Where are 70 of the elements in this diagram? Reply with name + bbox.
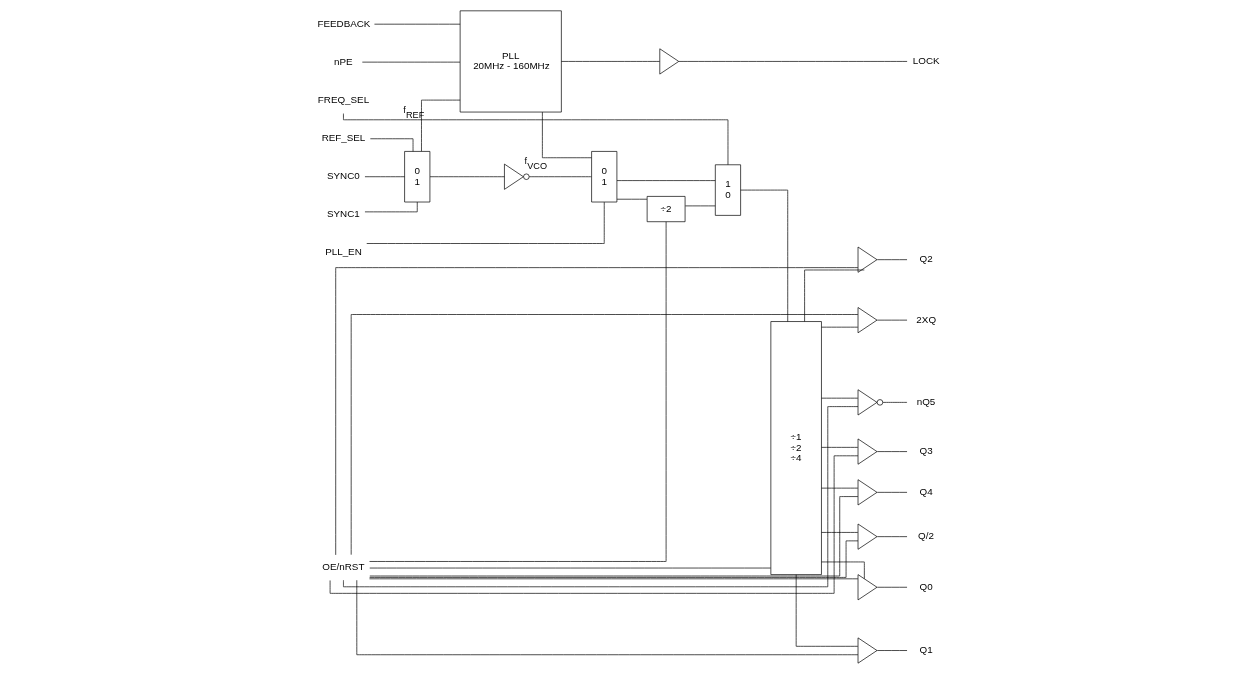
node-box: 0 1 — [403, 151, 430, 203]
connector — [329, 455, 858, 594]
node-text: FEEDBACK — [316, 17, 370, 29]
connector — [876, 492, 907, 493]
node-text: Q2 — [919, 253, 933, 265]
connector — [364, 176, 405, 178]
connector — [368, 496, 858, 577]
node-text: SYNC1 — [326, 208, 360, 220]
node-text: nQ5 — [916, 395, 935, 407]
connector — [560, 61, 660, 62]
node-box: 1 0 — [714, 164, 741, 216]
node-triangle — [857, 389, 877, 416]
node-triangle — [857, 438, 877, 465]
node-text: PLL_EN — [324, 246, 362, 258]
node-text: Q/2 — [917, 530, 934, 542]
connector — [522, 173, 592, 180]
connector — [876, 536, 907, 537]
node-text: 2XQ — [915, 313, 936, 325]
connector — [678, 61, 907, 62]
connector — [739, 189, 788, 322]
connector — [876, 399, 907, 406]
connector — [876, 586, 907, 588]
connector — [369, 138, 413, 152]
connector — [429, 176, 505, 178]
node-text: REF_SEL — [321, 132, 365, 144]
connector — [820, 532, 858, 533]
connector — [820, 447, 858, 448]
node-text: Q1 — [919, 644, 933, 656]
node-text: LOCK — [912, 55, 940, 67]
node-text: Q3 — [919, 445, 933, 457]
node-text: OE/nRST — [321, 561, 364, 573]
connector — [820, 561, 865, 580]
node-text: SYNC0 — [326, 170, 360, 182]
connector — [368, 221, 666, 562]
connector — [616, 180, 716, 181]
node-text: nPE — [333, 55, 353, 67]
node-text: Q4 — [919, 485, 933, 497]
node-triangle — [857, 307, 877, 334]
node-triangle — [857, 637, 877, 664]
node-box: ÷1 ÷2 ÷4 — [770, 321, 822, 575]
connector — [820, 487, 858, 489]
connector — [334, 267, 858, 556]
connector — [420, 99, 460, 152]
node-triangle — [658, 48, 679, 75]
node-triangle — [857, 246, 877, 273]
node-box: PLL 20MHz - 160MHz — [459, 10, 562, 113]
connector — [541, 111, 592, 159]
connector — [876, 319, 907, 321]
connector — [820, 326, 858, 328]
connector — [368, 578, 858, 580]
connector — [820, 397, 858, 399]
connector — [876, 650, 907, 651]
connector — [342, 406, 858, 588]
connector — [368, 540, 858, 578]
connector — [364, 201, 418, 213]
node-box: ÷2 — [646, 196, 685, 223]
node-triangle — [857, 574, 877, 601]
connector — [355, 579, 858, 656]
node-triangle — [857, 523, 877, 550]
node-box: 0 1 — [590, 151, 617, 203]
connector — [803, 269, 865, 322]
connector — [876, 259, 907, 261]
node-triangle — [857, 479, 877, 506]
node-text: FREQ_SEL — [317, 94, 369, 106]
node-triangle — [503, 163, 524, 190]
connector — [795, 574, 858, 647]
connector — [876, 451, 907, 452]
connector — [365, 201, 605, 244]
connector — [350, 314, 858, 555]
node-text: Q0 — [919, 580, 933, 592]
